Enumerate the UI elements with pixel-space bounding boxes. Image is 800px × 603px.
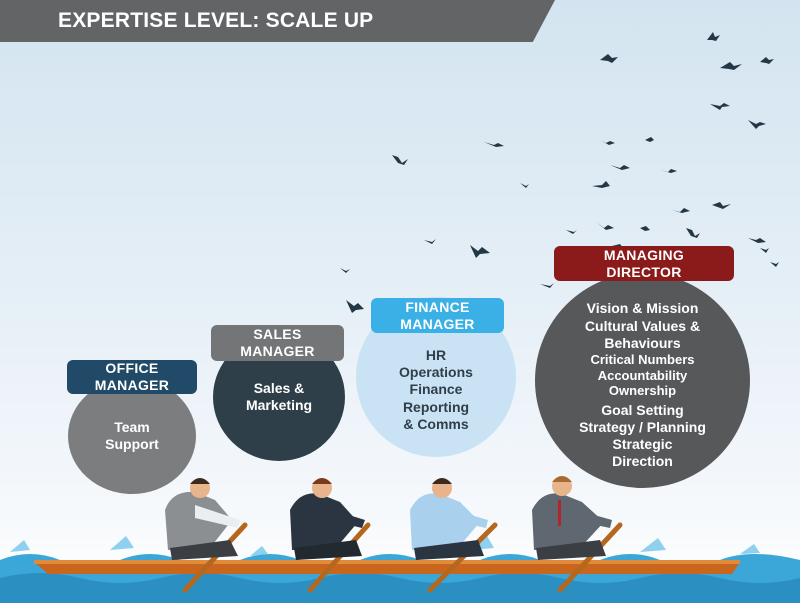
rower-2-icon bbox=[290, 478, 365, 560]
finance-label-line: MANAGER bbox=[400, 315, 475, 332]
rower-3-icon bbox=[410, 478, 488, 560]
director-skill: Strategy / Planning bbox=[579, 419, 706, 436]
page-title: EXPERTISE LEVEL: SCALE UP bbox=[58, 9, 374, 32]
managing-director-label: MANAGING DIRECTOR bbox=[554, 246, 734, 281]
birds-icon bbox=[340, 32, 779, 313]
director-skill: Behaviours bbox=[604, 334, 681, 351]
office-label-line: MANAGER bbox=[94, 377, 170, 393]
office-manager-label: OFFICE MANAGER bbox=[67, 360, 197, 394]
office-manager-bubble: Team Support bbox=[68, 378, 196, 494]
director-skill: Strategic bbox=[612, 436, 673, 453]
director-skill: Goal Setting bbox=[601, 402, 684, 419]
finance-skill: & Comms bbox=[403, 415, 469, 432]
finance-label-line: FINANCE bbox=[405, 298, 470, 315]
managing-director-bubble: Vision & Mission Cultural Values & Behav… bbox=[535, 273, 750, 488]
rower-1-icon bbox=[165, 478, 240, 560]
office-skill: Support bbox=[105, 436, 159, 452]
director-skill: Cultural Values & bbox=[584, 317, 701, 334]
director-label-line: DIRECTOR bbox=[606, 263, 682, 280]
director-skill: Ownership bbox=[608, 383, 677, 399]
director-skill: Critical Numbers bbox=[590, 351, 695, 367]
office-label-line: OFFICE bbox=[105, 360, 159, 377]
rower-4-icon bbox=[532, 476, 612, 560]
finance-skill: Reporting bbox=[402, 398, 470, 415]
director-skill: Accountability bbox=[597, 367, 688, 383]
office-skill: Team bbox=[114, 418, 150, 435]
finance-skill: HR bbox=[425, 347, 447, 364]
sales-label-line: SALES bbox=[253, 326, 302, 343]
sales-manager-label: SALES MANAGER bbox=[211, 325, 344, 361]
director-label-line: MANAGING bbox=[603, 246, 685, 263]
sales-skill: Marketing bbox=[245, 397, 313, 413]
sales-label-line: MANAGER bbox=[240, 343, 315, 359]
director-skill: Direction bbox=[612, 453, 673, 470]
director-skill: Vision & Mission bbox=[586, 300, 699, 317]
title-banner bbox=[0, 0, 555, 42]
finance-manager-label: FINANCE MANAGER bbox=[371, 298, 504, 333]
finance-skill: Operations bbox=[399, 364, 473, 381]
sales-skill: Sales & bbox=[253, 379, 305, 396]
finance-skill: Finance bbox=[409, 381, 463, 398]
